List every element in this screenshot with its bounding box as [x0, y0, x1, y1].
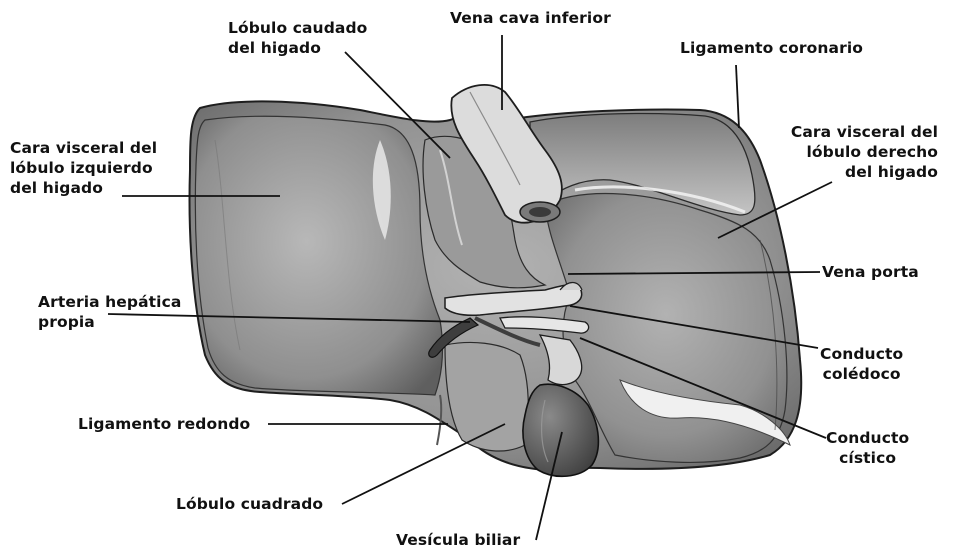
- left-lobe-surface: [195, 116, 442, 395]
- label-lobulo-caudado-line1: Lóbulo caudado: [228, 18, 367, 38]
- label-cara-izq-line1: Cara visceral del: [10, 138, 157, 158]
- label-ligamento-redondo: Ligamento redondo: [78, 414, 250, 434]
- leader-ligamento-coronario: [736, 65, 739, 128]
- label-conducto-cistico: Conducto cístico: [826, 428, 909, 468]
- label-coledoco-line2: colédoco: [820, 364, 903, 384]
- label-cara-izq-line2: lóbulo izquierdo: [10, 158, 157, 178]
- label-vena-cava-inferior-text: Vena cava inferior: [450, 8, 611, 28]
- label-ligamento-coronario-text: Ligamento coronario: [680, 38, 863, 58]
- label-cara-izq-line3: del higado: [10, 178, 157, 198]
- label-vena-porta-text: Vena porta: [822, 262, 919, 282]
- quadrate-lobe: [445, 342, 528, 451]
- label-arteria-line1: Arteria hepática: [38, 292, 181, 312]
- label-ligamento-redondo-text: Ligamento redondo: [78, 414, 250, 434]
- label-coledoco-line1: Conducto: [820, 344, 903, 364]
- label-cara-der-line2: lóbulo derecho: [791, 142, 938, 162]
- label-vena-porta: Vena porta: [822, 262, 919, 282]
- label-vesicula-biliar-text: Vesícula biliar: [396, 530, 520, 550]
- label-lobulo-caudado-line2: del higado: [228, 38, 367, 58]
- label-cistico-line1: Conducto: [826, 428, 909, 448]
- label-arteria-hepatica: Arteria hepática propia: [38, 292, 181, 332]
- label-conducto-coledoco: Conducto colédoco: [820, 344, 903, 384]
- label-cara-der-line1: Cara visceral del: [791, 122, 938, 142]
- label-cara-der-line3: del higado: [791, 162, 938, 182]
- label-cara-visceral-derecho: Cara visceral del lóbulo derecho del hig…: [791, 122, 938, 182]
- label-lobulo-caudado: Lóbulo caudado del higado: [228, 18, 367, 58]
- label-cistico-line2: cístico: [826, 448, 909, 468]
- label-arteria-line2: propia: [38, 312, 181, 332]
- label-vena-cava-inferior: Vena cava inferior: [450, 8, 611, 28]
- label-lobulo-cuadrado-text: Lóbulo cuadrado: [176, 494, 323, 514]
- label-vesicula-biliar: Vesícula biliar: [396, 530, 520, 550]
- label-lobulo-cuadrado: Lóbulo cuadrado: [176, 494, 323, 514]
- label-cara-visceral-izquierdo: Cara visceral del lóbulo izquierdo del h…: [10, 138, 157, 198]
- leader-lobulo-cuadrado: [342, 424, 505, 504]
- label-ligamento-coronario: Ligamento coronario: [680, 38, 863, 58]
